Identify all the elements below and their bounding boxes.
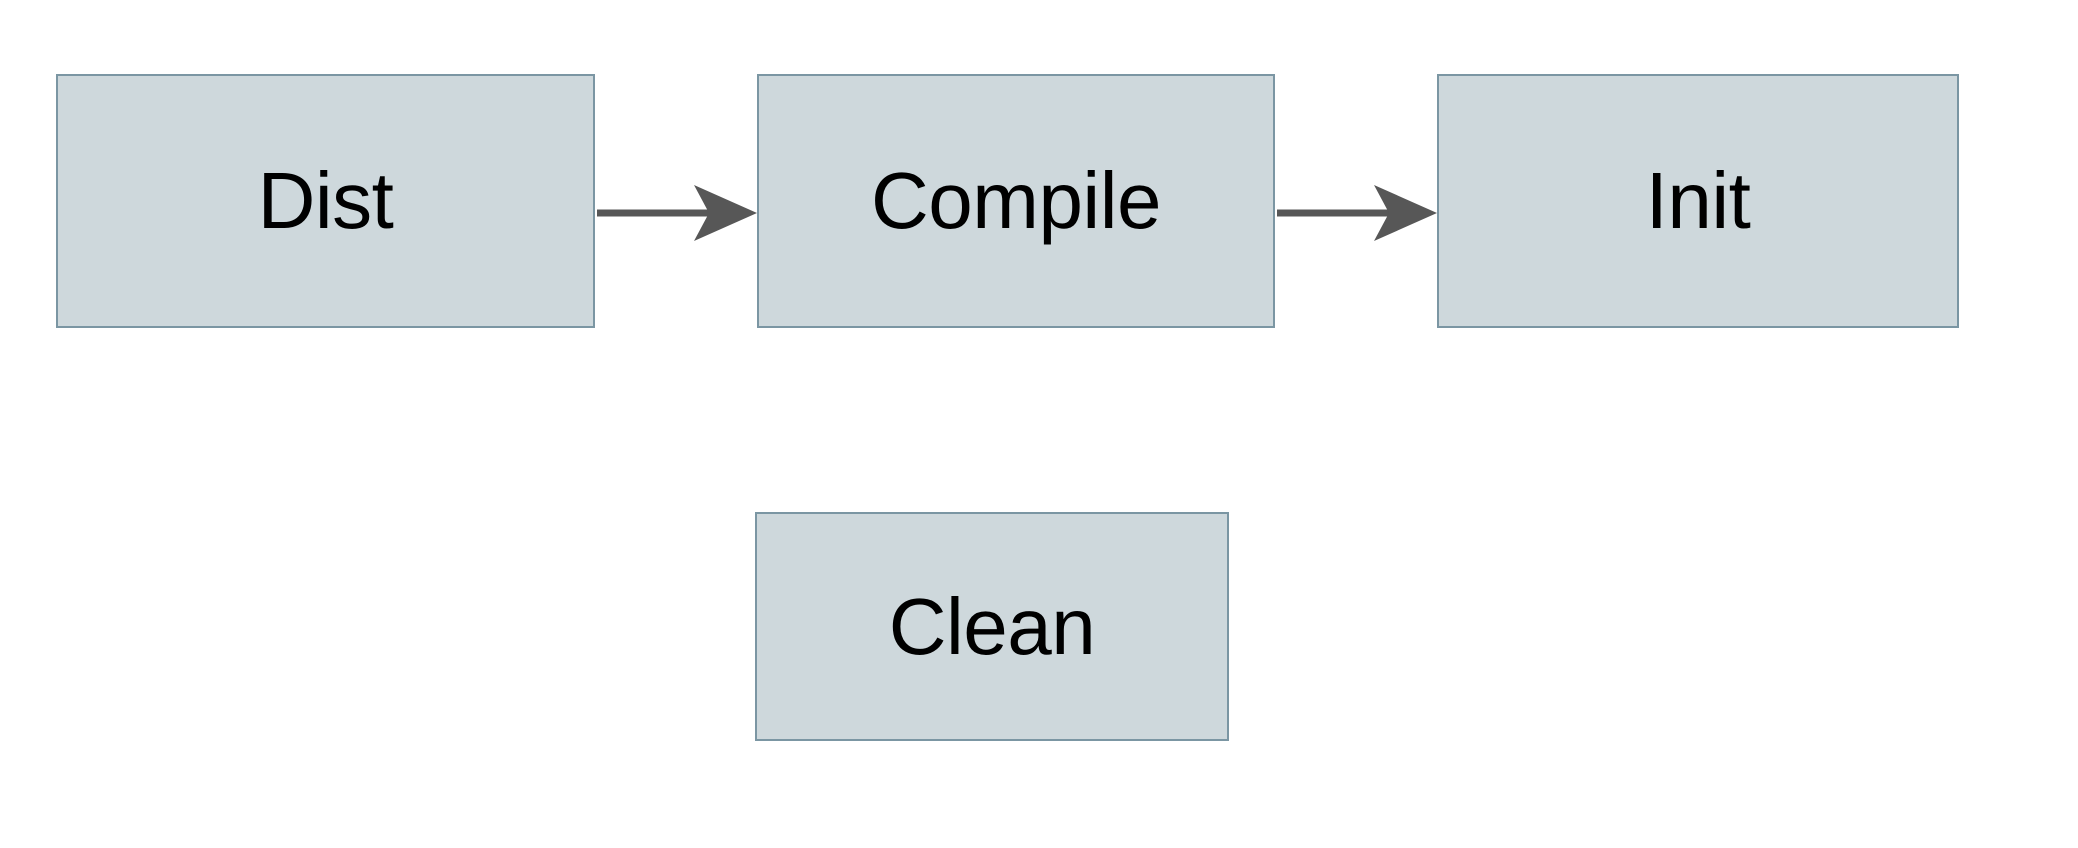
node-compile[interactable]: Compile	[757, 74, 1275, 328]
arrowhead-icon	[1374, 185, 1437, 241]
node-compile-label: Compile	[871, 156, 1161, 245]
edge-dist-to-compile[interactable]	[597, 185, 757, 241]
node-init[interactable]: Init	[1437, 74, 1959, 328]
node-clean[interactable]: Clean	[755, 512, 1229, 741]
node-dist-label: Dist	[257, 156, 394, 245]
edge-compile-to-init[interactable]	[1277, 185, 1437, 241]
node-dist[interactable]: Dist	[56, 74, 595, 328]
node-init-label: Init	[1645, 156, 1751, 245]
arrowhead-icon	[694, 185, 757, 241]
node-clean-label: Clean	[888, 581, 1096, 671]
